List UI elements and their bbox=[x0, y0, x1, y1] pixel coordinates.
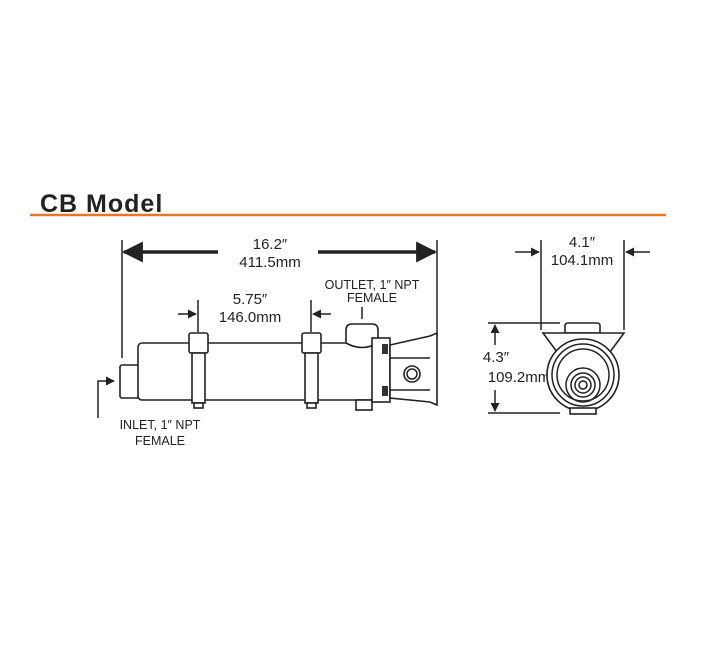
clamp-spacing-inches: 5.75″ bbox=[233, 291, 268, 308]
clamp bbox=[301, 332, 322, 409]
housing-circle bbox=[546, 338, 620, 412]
outlet-label-line1: OUTLET, 1″ NPT bbox=[325, 278, 420, 292]
inlet-arrow bbox=[97, 376, 115, 418]
title: CB Model bbox=[40, 190, 163, 218]
height-mm: 109.2mm bbox=[488, 369, 551, 386]
cylinder-body bbox=[137, 342, 375, 401]
mount-tab bbox=[564, 322, 601, 334]
width-mm: 104.1mm bbox=[551, 252, 614, 269]
inlet-label-line1: INLET, 1″ NPT bbox=[120, 418, 201, 432]
end-view: 4.1″ 104.1mm 4.3″ 109.2mm bbox=[483, 234, 650, 415]
drain-nut bbox=[355, 399, 373, 411]
width-inches: 4.1″ bbox=[569, 234, 596, 251]
length-inches: 16.2″ bbox=[253, 236, 288, 253]
side-view: 16.2″ 411.5mm 5.75″ 146.0mm OUTLET, 1″ N… bbox=[97, 236, 438, 448]
outlet-boss bbox=[345, 323, 379, 349]
inlet-stub bbox=[119, 364, 141, 399]
inlet-label-line2: FEMALE bbox=[135, 434, 185, 448]
clamp-spacing-mm: 146.0mm bbox=[219, 309, 282, 326]
height-inches: 4.3″ bbox=[483, 349, 510, 366]
clamp bbox=[188, 332, 209, 409]
outlet-label-line2: FEMALE bbox=[347, 291, 397, 305]
length-mm: 411.5mm bbox=[239, 254, 300, 271]
base-foot bbox=[569, 407, 597, 415]
